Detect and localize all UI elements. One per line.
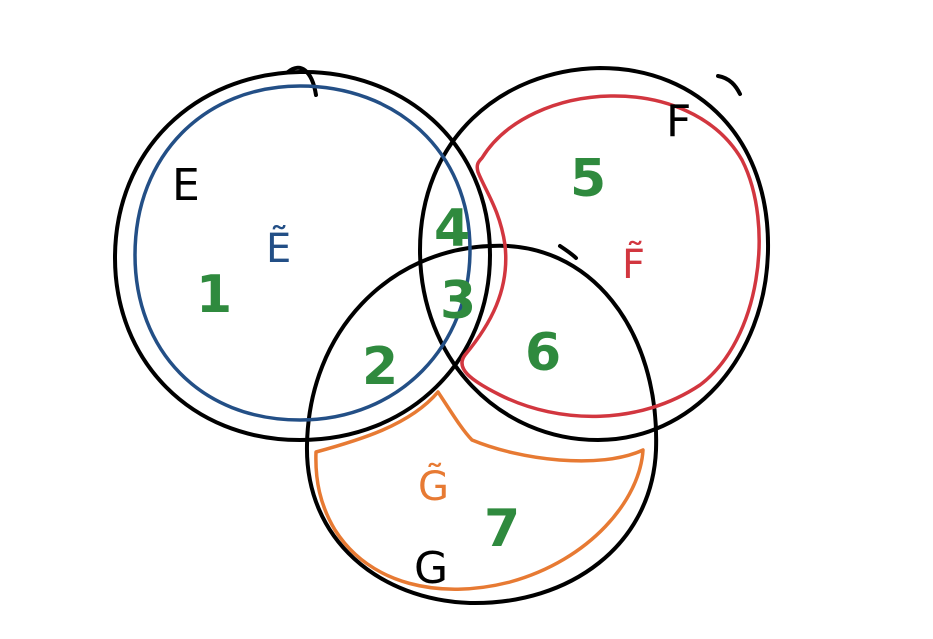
set-g-circle-tail [558, 244, 578, 260]
set-g-circle [304, 243, 659, 606]
subset-e-label: Ẽ [266, 224, 291, 272]
region-number-2: 2 [362, 337, 398, 397]
subset-g-outline [314, 390, 645, 591]
region-number-4: 4 [434, 199, 470, 259]
set-e-circle [113, 69, 492, 442]
region-number-6: 6 [525, 323, 561, 383]
subset-f-label: F̃ [622, 240, 645, 288]
region-number-5: 5 [570, 149, 606, 209]
region-number-1: 1 [196, 265, 232, 325]
subset-e-outline [133, 84, 472, 422]
region-number-3: 3 [440, 271, 476, 331]
set-f-circle [418, 66, 771, 442]
set-g-label: G [414, 543, 448, 594]
set-e-label: E [172, 160, 200, 211]
set-f-circle-tail [716, 74, 742, 96]
region-number-7: 7 [484, 499, 520, 559]
set-f-label: F [666, 96, 691, 147]
subset-g-label: G̃ [418, 462, 449, 510]
set-e-circle-tail [286, 65, 318, 97]
subset-f-outline [460, 94, 761, 419]
